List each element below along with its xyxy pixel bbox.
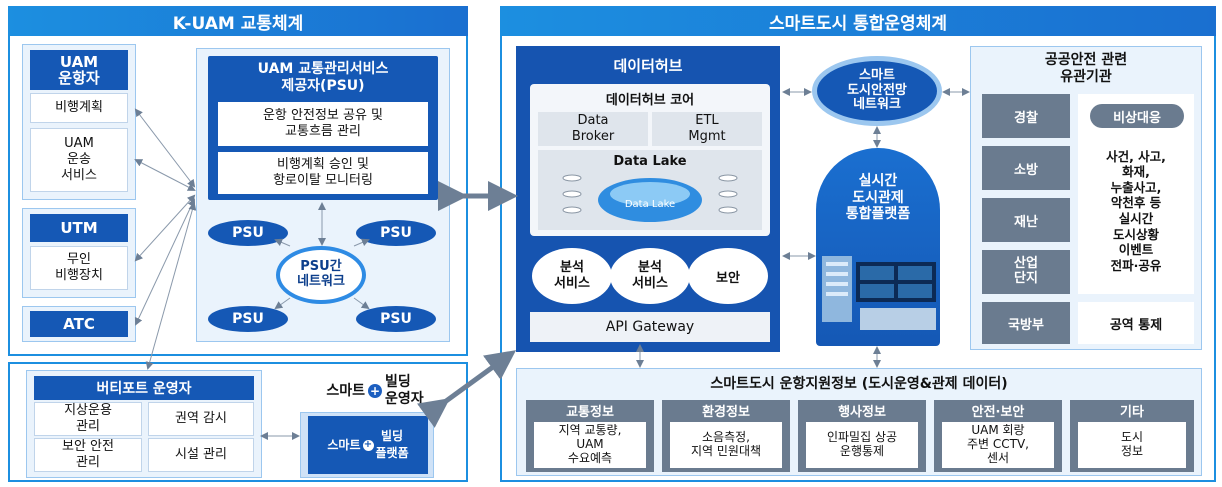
security-service: 보안 xyxy=(688,248,768,304)
agency-police: 경찰 xyxy=(982,94,1070,138)
airspace-control-box: 공역 통제 xyxy=(1078,302,1194,344)
psu-network-node: PSU간 네트워크 xyxy=(276,246,366,304)
agency-defense: 국방부 xyxy=(982,302,1070,344)
agency-disaster: 재난 xyxy=(982,198,1070,242)
data-hub-title: 데이터허브 xyxy=(613,56,683,75)
emergency-badge: 비상대응 xyxy=(1090,104,1184,128)
flight-plan-box: 비행계획 xyxy=(30,93,128,123)
agency-industrial: 산업 단지 xyxy=(982,250,1070,294)
analysis-service-2: 분석 서비스 xyxy=(610,248,690,304)
analysis-service-1: 분석 서비스 xyxy=(532,248,612,304)
etl-mgmt-box: ETL Mgmt xyxy=(652,112,762,146)
smart-building-title-post: 빌딩 운영자 xyxy=(385,374,424,407)
database-icon xyxy=(562,174,738,214)
safety-network-node: 스마트 도시안전망 네트워크 xyxy=(812,56,942,126)
data-hub-core-title: 데이터허브 코어 xyxy=(605,92,695,108)
psu-node-bottom-right: PSU xyxy=(356,306,436,332)
right-section-title: 스마트도시 통합운영체계 xyxy=(500,6,1216,36)
support-category-environment-text: 소음측정, 지역 민원대책 xyxy=(670,422,782,468)
support-category-event-text: 인파밀집 상공 운행통제 xyxy=(806,422,918,468)
plus-icon: + xyxy=(368,384,382,398)
drone-box: 무인 비행장치 xyxy=(30,246,128,290)
support-category-traffic-name: 교통정보 xyxy=(566,404,614,420)
support-category-traffic-text: 지역 교통량, UAM 수요예측 xyxy=(534,422,646,468)
data-lake-title: Data Lake xyxy=(613,153,687,169)
smart-building-title-pre: 스마트 xyxy=(326,382,365,399)
platform-pre: 스마트 xyxy=(327,437,361,452)
agencies-title: 공공안전 관련 유관기관 xyxy=(1044,52,1128,85)
support-category-other-text: 도시 정보 xyxy=(1078,422,1186,468)
emergency-text: 사건, 사고, 화재, 누출사고, 악천후 등 실시간 도시상황 이벤트 전파·… xyxy=(1106,148,1166,273)
agency-fire: 소방 xyxy=(982,146,1070,190)
support-category-environment-name: 환경정보 xyxy=(702,404,750,420)
data-broker-box: Data Broker xyxy=(538,112,648,146)
left-section-title: K-UAM 교통체계 xyxy=(8,6,468,36)
atc-title: ATC xyxy=(30,311,128,337)
support-category-safety-text: UAM 회랑 주변 CCTV, 센서 xyxy=(942,422,1054,468)
data-lake-logo-text: Data Lake xyxy=(624,198,676,210)
smart-building-platform: 스마트 + 빌딩 플랫폼 xyxy=(308,416,428,474)
security-safety-box: 보안 안전 관리 xyxy=(34,438,142,472)
facility-mgmt-box: 시설 관리 xyxy=(148,438,254,472)
utm-title: UTM xyxy=(30,214,128,242)
psu-node-top-right: PSU xyxy=(356,220,436,246)
api-gateway-box: API Gateway xyxy=(530,312,770,342)
area-monitoring-box: 권역 감시 xyxy=(148,402,254,436)
psu-node-top-left: PSU xyxy=(208,220,288,246)
plus-icon: + xyxy=(362,439,374,451)
psu-safety-info-box: 운항 안전정보 공유 및 교통흐름 관리 xyxy=(218,102,428,146)
psu-flight-approval-box: 비행계획 승인 및 항로이탈 모니터링 xyxy=(218,152,428,194)
vertiport-title: 버티포트 운영자 xyxy=(34,376,254,400)
ground-ops-box: 지상운용 관리 xyxy=(34,402,142,436)
psu-title: UAM 교통관리서비스 제공자(PSU) xyxy=(257,61,389,94)
support-category-safety-name: 안전·보안 xyxy=(971,404,1025,420)
smart-building-title: 스마트 + 빌딩 운영자 xyxy=(300,372,450,410)
support-category-other-name: 기타 xyxy=(1120,404,1144,420)
control-platform-title: 실시간 도시관제 통합플랫폼 xyxy=(845,172,911,223)
uam-transport-box: UAM 운송 서비스 xyxy=(30,128,128,192)
support-info-title: 스마트도시 운항지원정보 (도시운영&관제 데이터) xyxy=(710,376,1008,392)
psu-node-bottom-left: PSU xyxy=(208,306,288,332)
uam-operator-title: UAM 운항자 xyxy=(30,50,128,90)
support-category-event-name: 행사정보 xyxy=(838,404,886,420)
platform-post: 빌딩 플랫폼 xyxy=(375,429,409,460)
